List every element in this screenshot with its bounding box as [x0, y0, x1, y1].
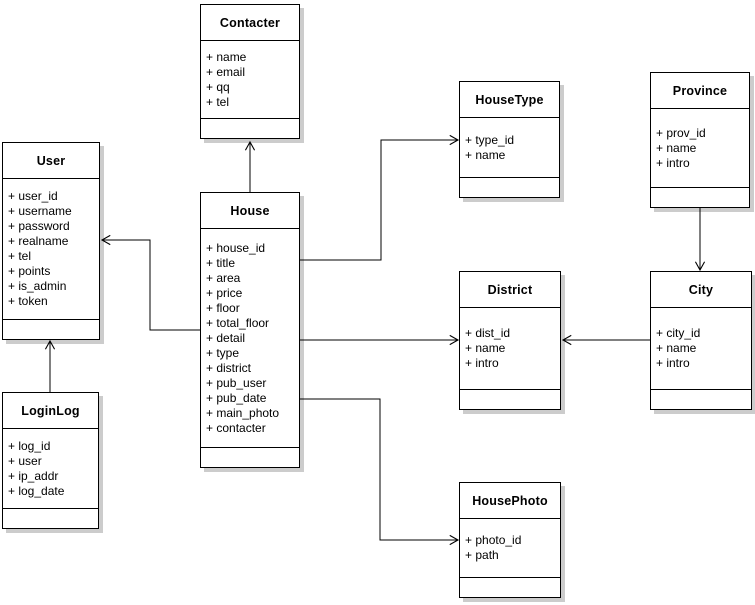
attribute: + is_admin — [8, 279, 67, 293]
attribute: + user — [8, 453, 42, 468]
entity-house-methods-compartment — [201, 448, 299, 467]
entity-loginlog-attributes: + log_id + user + ip_addr + log_date — [3, 429, 98, 509]
attribute: + prov_id — [656, 125, 706, 140]
entity-district-methods-compartment — [460, 390, 560, 409]
entity-housetype-title: HouseType — [460, 82, 559, 118]
attribute: + area — [206, 270, 241, 285]
attribute: + main_photo — [206, 405, 280, 420]
entity-loginlog[interactable]: LoginLog + log_id + user + ip_addr + log… — [2, 392, 99, 529]
attribute: + detail — [206, 330, 246, 345]
entity-contacter[interactable]: Contacter + name + email + qq + tel — [200, 4, 300, 139]
entity-city[interactable]: City + city_id + name + intro — [650, 271, 752, 410]
entity-city-methods-compartment — [651, 390, 751, 409]
attribute: + type — [206, 345, 240, 360]
attribute: + intro — [465, 356, 499, 370]
attribute: + tel — [8, 249, 32, 263]
attribute: + tel — [206, 94, 230, 109]
attribute: + city_id — [656, 326, 701, 340]
entity-housetype[interactable]: HouseType + type_id + name — [459, 81, 560, 198]
attribute: + password — [8, 219, 70, 233]
attribute: + username — [8, 204, 72, 218]
entity-contacter-attributes: + name + email + qq + tel — [201, 41, 299, 119]
attribute: + type_id — [465, 132, 515, 147]
entity-district[interactable]: District + dist_id + name + intro — [459, 271, 561, 410]
entity-province-title: Province — [651, 73, 749, 109]
entity-housephoto-title: HousePhoto — [460, 483, 560, 519]
entity-house-attributes: + house_id + title + area + price + floo… — [201, 229, 299, 448]
entity-district-attributes: + dist_id + name + intro — [460, 308, 560, 390]
attribute: + dist_id — [465, 326, 511, 340]
attribute: + path — [465, 548, 499, 562]
entity-housetype-attributes: + type_id + name — [460, 118, 559, 178]
attribute: + house_id — [206, 240, 266, 255]
entity-city-title: City — [651, 272, 751, 308]
attribute: + floor — [206, 300, 240, 315]
attribute: + ip_addr — [8, 468, 59, 483]
entity-city-attributes: + city_id + name + intro — [651, 308, 751, 390]
attribute: + name — [656, 341, 697, 355]
attribute: + total_floor — [206, 315, 270, 330]
entity-district-title: District — [460, 272, 560, 308]
entity-house-title: House — [201, 193, 299, 229]
entity-loginlog-title: LoginLog — [3, 393, 98, 429]
entity-contacter-title: Contacter — [201, 5, 299, 41]
entity-user[interactable]: User + user_id + username + password + r… — [2, 142, 100, 340]
attribute: + photo_id — [465, 533, 522, 547]
attribute: + pub_date — [206, 390, 267, 405]
attribute: + token — [8, 294, 48, 308]
entity-housetype-methods-compartment — [460, 178, 559, 197]
attribute: + log_date — [8, 483, 65, 498]
attribute: + price — [206, 285, 243, 300]
attribute: + qq — [206, 79, 230, 94]
attribute: + name — [656, 140, 697, 155]
attribute: + name — [465, 341, 506, 355]
attribute: + user_id — [8, 189, 58, 203]
entity-province-attributes: + prov_id + name + intro — [651, 109, 749, 188]
entity-user-title: User — [3, 143, 99, 179]
attribute: + contacter — [206, 420, 266, 435]
relation-house-housetype-arrow — [300, 134, 460, 261]
attribute: + log_id — [8, 438, 51, 453]
relation-house-user-arrow — [100, 234, 200, 331]
entity-user-attributes: + user_id + username + password + realna… — [3, 179, 99, 320]
entity-loginlog-methods-compartment — [3, 509, 98, 528]
attribute: + intro — [656, 356, 690, 370]
attribute: + pub_user — [206, 375, 267, 390]
entity-province[interactable]: Province + prov_id + name + intro — [650, 72, 750, 208]
entity-housephoto[interactable]: HousePhoto + photo_id + path — [459, 482, 561, 598]
entity-housephoto-methods-compartment — [460, 578, 560, 597]
attribute: + district — [206, 360, 252, 375]
attribute: + title — [206, 255, 236, 270]
relation-house-housephoto-arrow — [300, 398, 460, 546]
entity-user-methods-compartment — [3, 320, 99, 339]
attribute: + intro — [656, 155, 690, 170]
entity-province-methods-compartment — [651, 188, 749, 207]
entity-house[interactable]: House + house_id + title + area + price … — [200, 192, 300, 468]
entity-contacter-methods-compartment — [201, 119, 299, 138]
entity-housephoto-attributes: + photo_id + path — [460, 519, 560, 578]
attribute: + points — [8, 264, 51, 278]
attribute: + email — [206, 64, 246, 79]
attribute: + name — [206, 49, 247, 64]
attribute: + realname — [8, 234, 69, 248]
attribute: + name — [465, 147, 506, 162]
